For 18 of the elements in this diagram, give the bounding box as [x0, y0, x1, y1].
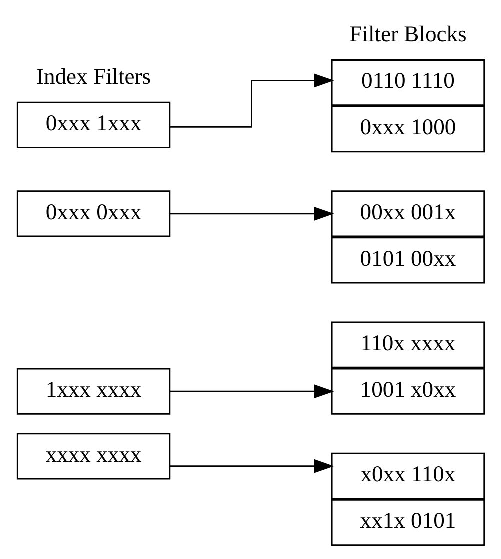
label: Index Filters	[36, 64, 151, 89]
node-box: 110x xxxx	[330, 322, 485, 368]
node-box: xx1x 0101	[330, 499, 485, 546]
node-box: 0110 1110	[330, 60, 485, 106]
arrow	[169, 459, 334, 474]
node-box: 00xx 001x	[330, 190, 485, 238]
arrow	[169, 207, 334, 221]
label: Filter Blocks	[349, 22, 466, 47]
node-box: 0xxx 0xxx	[16, 190, 170, 238]
node-box: x0xx 110x	[330, 452, 485, 500]
arrow	[169, 74, 334, 128]
node-box: 1xxx xxxx	[16, 368, 170, 415]
node-box: 1001 x0xx	[330, 368, 485, 415]
node-box: 0xxx 1xxx	[16, 102, 170, 148]
arrow	[169, 384, 334, 399]
node-box: 0101 00xx	[330, 237, 485, 284]
node-box: 0xxx 1000	[330, 106, 485, 153]
node-box: xxxx xxxx	[16, 433, 170, 480]
